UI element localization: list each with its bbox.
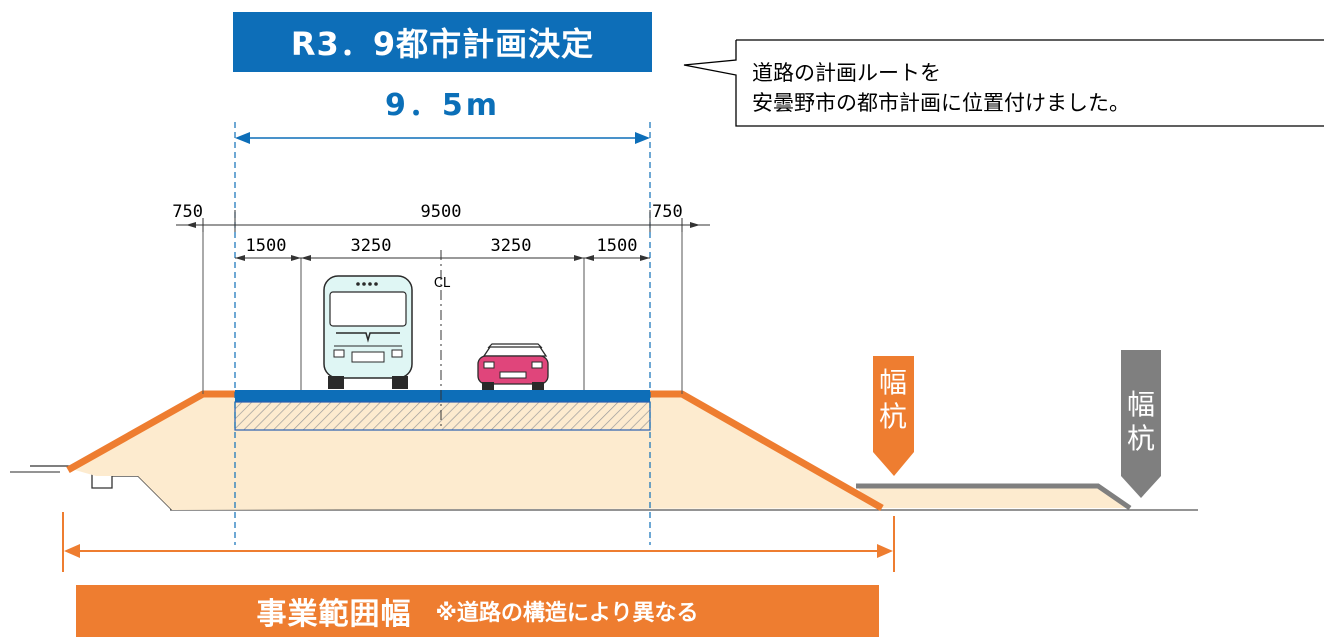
callout-bubble <box>683 39 1324 127</box>
callout-text: 道路の計画ルートを 安曇野市の都市計画に位置付けました。 <box>752 58 1312 118</box>
car-icon <box>477 343 549 390</box>
plan-decision-title: R3．9都市計画決定 <box>233 12 652 72</box>
dim-left-sidewalk: 1500 <box>246 236 287 256</box>
gray-stake-icon <box>1121 350 1161 498</box>
orange-stake-label: 幅 杭 <box>873 366 913 434</box>
width-arrow-left-head <box>235 132 250 144</box>
planning-width-label: 9．5m <box>384 88 500 123</box>
dim-right-sidewalk: 1500 <box>597 236 638 256</box>
adjacent-road <box>856 483 1132 511</box>
gray-stake-char-2: 杭 <box>1126 422 1155 455</box>
dim-arrow <box>301 255 311 261</box>
project-range-main: 事業範囲幅 <box>256 597 412 632</box>
gray-stake-label: 幅 杭 <box>1121 388 1161 456</box>
dim-arrow <box>584 255 594 261</box>
dim-right-lane: 3250 <box>491 236 532 256</box>
ground-line <box>10 471 1198 511</box>
orange-stake-char-2: 杭 <box>878 400 907 433</box>
orange-stake-char-1: 幅 <box>878 366 907 399</box>
dim-arrow <box>574 255 584 261</box>
dim-arrow <box>291 255 301 261</box>
project-range-note: ※道路の構造により異なる <box>435 601 699 626</box>
project-range-label: 事業範囲幅 ※道路の構造により異なる <box>76 585 879 637</box>
callout-line-1: 道路の計画ルートを <box>752 61 941 85</box>
dim-arrow <box>690 222 700 228</box>
callout-line-2: 安曇野市の都市計画に位置付けました。 <box>752 91 1130 115</box>
project-range-right-head <box>877 544 893 558</box>
road-surface <box>235 390 650 402</box>
gray-stake-char-1: 幅 <box>1126 388 1155 421</box>
orange-stake-icon <box>873 356 914 476</box>
road-base <box>234 401 651 431</box>
dim-arrow <box>186 222 196 228</box>
project-range-left-head <box>64 544 80 558</box>
width-arrow-right-head <box>635 132 650 144</box>
dim-arrow <box>640 255 650 261</box>
centerline-label: CL <box>434 276 451 291</box>
dim-total: 9500 <box>421 202 462 222</box>
adjacent-ground <box>858 486 1130 508</box>
bus-icon <box>323 275 413 389</box>
dim-left-lane: 3250 <box>351 236 392 256</box>
dim-arrow <box>235 255 245 261</box>
dim-right-shoulder: 750 <box>652 202 683 222</box>
dim-left-shoulder: 750 <box>172 202 203 222</box>
